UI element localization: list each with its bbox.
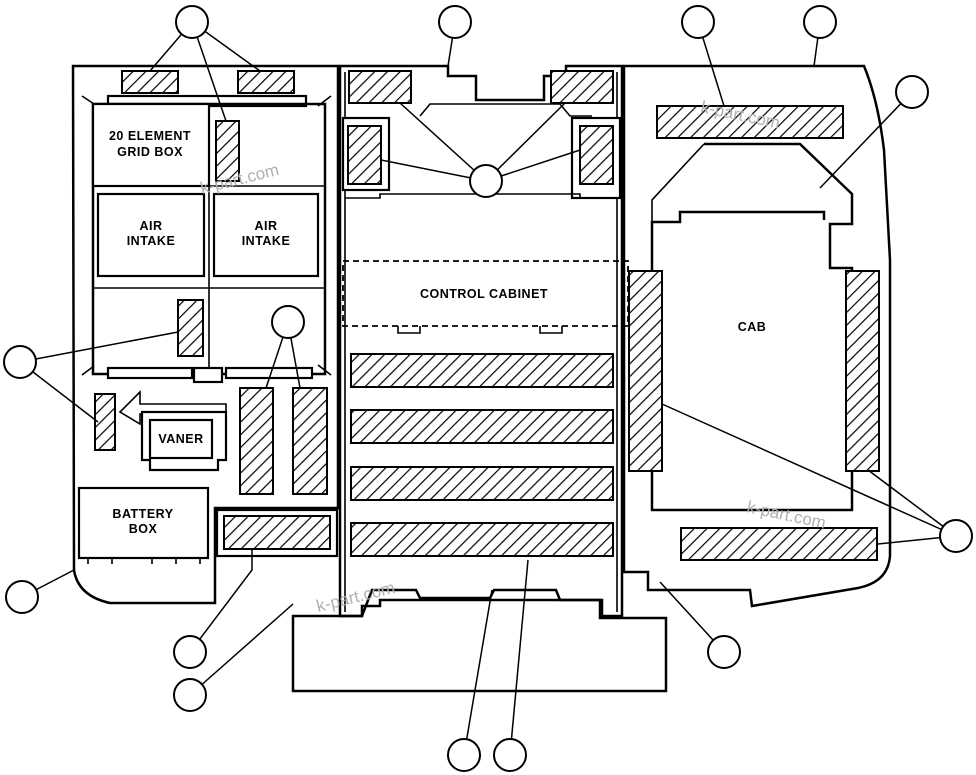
callout-circle-6[interactable] <box>469 164 503 198</box>
middle-top-hatch-left <box>348 70 412 104</box>
middle-section-outline <box>338 64 624 618</box>
battery-box-label-line2: BOX <box>129 522 158 536</box>
grid-box <box>91 102 211 188</box>
leader-battery-hatch <box>189 549 253 653</box>
vaner-box <box>148 418 214 460</box>
callout-circle-3[interactable] <box>681 5 715 39</box>
leader-mid-hub-c <box>380 159 487 182</box>
callout-circle-15[interactable] <box>493 738 527 772</box>
callout-circle-2[interactable] <box>438 5 472 39</box>
callout-circle-1[interactable] <box>175 5 209 39</box>
left-top-bracket <box>81 95 332 376</box>
control-cabinet <box>342 260 629 327</box>
watermark-4: k-part.com <box>314 578 397 616</box>
leader-top-left-c <box>191 21 227 122</box>
leader-right-hub-a <box>661 403 957 537</box>
bottom-platform <box>291 598 668 693</box>
callout-circle-7[interactable] <box>271 305 305 339</box>
callout-circle-5[interactable] <box>895 75 929 109</box>
grid-box-side-hatch <box>215 120 240 182</box>
air-intake-right-label-line2: INTAKE <box>242 234 291 248</box>
leader-bottom-mid-b <box>509 559 529 756</box>
leader-cab-top <box>819 91 913 189</box>
middle-side-hatch-left <box>347 125 382 185</box>
leader-lines <box>19 21 957 756</box>
air-intake-right <box>212 192 320 278</box>
middle-strip-3 <box>350 466 614 501</box>
vaner-label: VANER <box>158 432 203 446</box>
right-section: CAB <box>622 64 892 608</box>
callout-circle-8[interactable] <box>3 345 37 379</box>
grid-box-label-line2: GRID BOX <box>117 145 183 159</box>
callout-circle-13[interactable] <box>173 678 207 712</box>
middle-side-hatch-right <box>579 125 614 185</box>
middle-strip-4 <box>350 522 614 557</box>
air-intake-left-label-line1: AIR <box>139 219 162 233</box>
left-lower-tab-3 <box>224 366 314 380</box>
vaner-left-hatch <box>94 393 116 451</box>
battery-box-label-line1: BATTERY <box>112 507 173 521</box>
grid-box-label-line1: 20 ELEMENT <box>109 129 191 143</box>
right-left-vertical-hatch <box>628 270 663 472</box>
left-top-hatch-1 <box>121 70 179 94</box>
callout-circle-11[interactable] <box>173 635 207 669</box>
middle-top-bridge <box>419 103 592 117</box>
leader-platform-left <box>189 603 294 696</box>
callout-circle-10[interactable] <box>5 580 39 614</box>
middle-section: CONTROL CABINET <box>291 64 668 693</box>
control-cabinet-tabs <box>397 326 563 334</box>
right-right-vertical-hatch <box>845 270 880 472</box>
leader-mid-hub-a <box>399 102 487 182</box>
left-top-hatch-2 <box>237 70 295 94</box>
lower-left-module-hatch <box>223 515 331 550</box>
left-tall-hatch-1 <box>239 387 274 495</box>
callout-circle-4[interactable] <box>803 5 837 39</box>
battery-box <box>77 486 210 560</box>
callout-circles <box>3 5 973 772</box>
cab-top-taper <box>651 143 705 222</box>
left-section: 20 ELEMENT GRID BOX AIR INTAKE AIR INTAK… <box>71 64 340 605</box>
leader-bottom-mid-a <box>463 589 493 756</box>
left-lower-tab-1 <box>106 366 194 380</box>
air-intake-right-label-line1: AIR <box>254 219 277 233</box>
middle-strip-1 <box>350 353 614 388</box>
leader-left-a <box>19 331 179 363</box>
control-cabinet-label: CONTROL CABINET <box>420 287 548 301</box>
left-section-outline <box>71 64 340 605</box>
right-bottom-hatch <box>680 527 878 561</box>
air-intake-left <box>96 192 206 278</box>
right-section-outline <box>622 64 892 608</box>
leader-right-hub-b <box>867 469 957 537</box>
cab-label: CAB <box>738 320 767 334</box>
left-lower-hatch-vertical <box>177 299 204 357</box>
air-intake-left-label-line2: INTAKE <box>127 234 176 248</box>
left-tall-hatch-2 <box>292 387 328 495</box>
middle-top-hatch-right <box>550 70 614 104</box>
left-lower-tab-2 <box>192 366 224 384</box>
callout-circle-12[interactable] <box>707 635 741 669</box>
callout-circle-14[interactable] <box>447 738 481 772</box>
battery-box-feet <box>87 558 201 564</box>
callout-circle-9[interactable] <box>939 519 973 553</box>
middle-strip-2 <box>350 409 614 444</box>
right-top-hatch <box>656 105 844 139</box>
leader-mid-hub-b <box>485 102 566 182</box>
